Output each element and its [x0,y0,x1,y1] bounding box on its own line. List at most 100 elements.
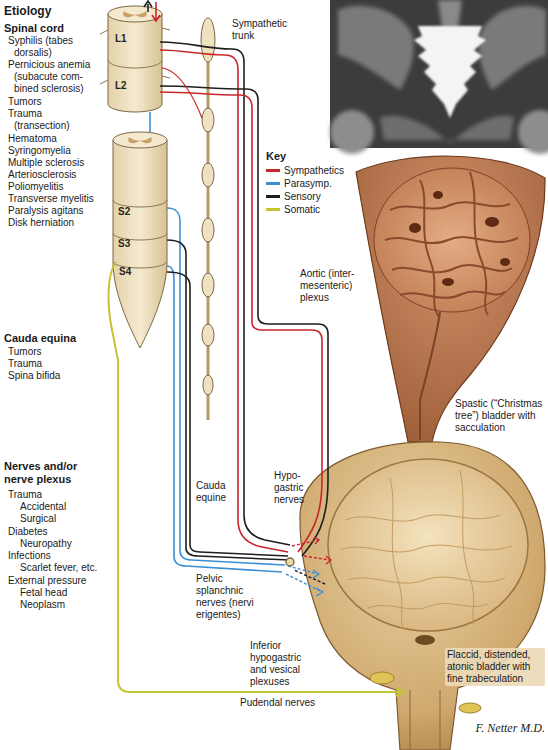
signature: F. Netter M.D. [476,722,545,734]
cause-item: Disk herniation [8,217,74,229]
legend-row: Parasymp. [266,178,332,190]
iliac-wing [338,6,414,90]
structure-label: Spastic (“Christmas tree”) bladder with … [455,398,545,434]
sensory-ascending [147,4,149,12]
sacral-cord-segment [113,112,167,348]
fine-trabeculation [340,470,512,630]
cause-item: Diabetes [8,526,47,538]
cause-item: Multiple sclerosis [8,157,84,169]
section-heading: Cauda equina [4,332,76,345]
nerve-rootlets [100,28,170,84]
urethra [410,690,440,750]
white-ramus [162,68,202,118]
legend-text: Parasymp. [284,178,332,189]
cause-item: Infections [8,550,51,562]
cause-item: Tumors [8,346,42,358]
cause-subitem: Fetal head [20,587,67,599]
dashed-arrow [286,574,322,592]
cause-item: Syphilis (tabes dorsalis) [8,35,109,59]
legend-row: Somatic [266,204,320,216]
ganglion [202,163,214,187]
arrowhead [144,1,152,7]
diagram-title: Etiology [4,4,51,18]
sympathetic-descending [155,2,157,20]
structure-label: Hypo- gastric nerves [274,470,318,506]
x-ray-bones [330,0,548,154]
legend-text: Somatic [284,204,320,215]
cause-item: Poliomyelitis [8,181,64,193]
segment-label: L1 [115,33,127,45]
ganglion [202,108,214,132]
plexus-arrows [286,537,331,596]
nerve-pathways [109,1,404,696]
structure-label: Pelvic splanchnic nerves (nervi erigente… [196,573,254,621]
sacculation [485,217,499,227]
section-heading: Nerves and/or nerve plexus [4,460,89,486]
cord-cross-section [108,6,162,22]
cause-item: External pressure [8,575,86,587]
sacculation [409,223,421,233]
plexus-ganglion [286,558,294,566]
cause-subitem: Scarlet fever, etc. [20,562,97,574]
seminal-vesicle [459,703,481,713]
lumbar-cord-segment [100,6,170,112]
sacculation [442,278,454,286]
segment-label: S3 [118,238,130,250]
structure-label: Cauda equine [196,480,234,504]
femoral-head [518,110,548,154]
ganglion [201,18,215,62]
cause-item: Pernicious anemia (subacute com- bined s… [8,59,106,95]
flaccid-bladder [300,442,545,750]
bladder-shadow [414,26,486,118]
parasympathetic-nerve [167,266,282,572]
sensory-nerve [167,272,288,556]
legend-swatch [266,208,280,211]
structure-label: Aortic (inter- mesenteric) plexus [300,268,358,304]
sacculation [433,191,443,199]
legend-swatch [266,195,280,198]
sympathetic-trunk [201,18,215,420]
ganglion [203,375,213,395]
bladder-interior [374,168,530,312]
arrowhead [152,15,160,21]
conus [113,140,167,348]
dashed-arrow [292,540,318,546]
parasympathetic-tract [149,112,151,132]
cause-item: Transverse myelitis [8,193,94,205]
cause-item: Hematoma [8,133,57,145]
structure-label: Flaccid, distended, atonic bladder with … [445,648,545,686]
cause-subitem: Surgical [20,513,56,525]
structure-label: Pudendal nerves [240,697,315,709]
legend-row: Sensory [266,191,321,203]
cause-item: Paralysis agitans [8,205,84,217]
legend-row: Sympathetics [266,165,344,177]
cause-item: Trauma [8,358,42,370]
legend-text: Sympathetics [284,165,344,176]
dashed-arrow [294,570,325,584]
cord-cross-section [113,132,167,148]
legend-text: Sensory [284,191,321,202]
cause-subitem: Accidental [20,501,66,513]
cause-item: Trauma (transection) [8,108,84,132]
sensory-nerve [167,240,290,560]
segment-label: S4 [119,266,131,278]
arrowhead [326,556,331,564]
sacrum [438,0,462,28]
x-ray-image [330,0,548,154]
cause-item: Spina bifida [8,370,60,382]
cause-subitem: Neuropathy [20,538,72,550]
cause-item: Trauma [8,489,42,501]
sympathetic-nerve [160,92,322,552]
cause-item: Tumors [8,96,42,108]
pubic-rami [380,116,514,142]
structure-label: Inferior hypogastric and vesical plexuse… [250,640,318,688]
cord-body [108,14,162,112]
iliac-wing [479,6,546,90]
spastic-bladder [356,156,545,442]
trabeculae [385,172,518,318]
segment-label: L2 [115,80,127,92]
bladder-neck [420,312,440,440]
